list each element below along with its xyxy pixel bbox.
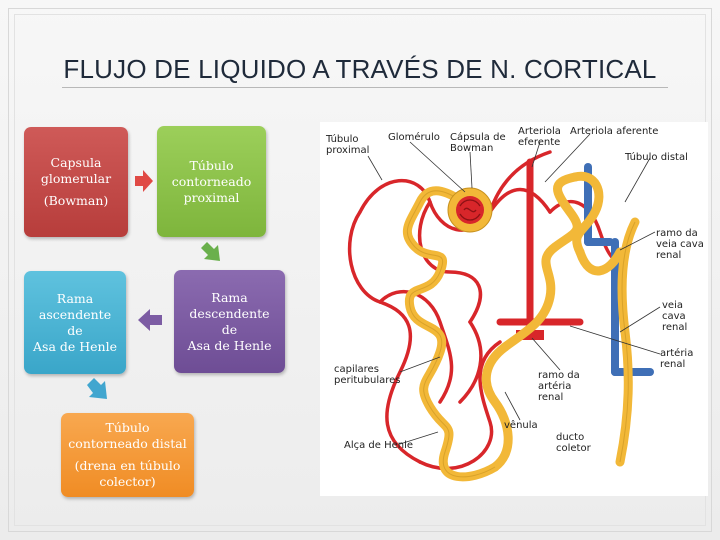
arrow-down-right-icon — [84, 376, 112, 404]
label-line: peritubulares — [334, 375, 401, 386]
arrow-right-icon — [134, 168, 154, 194]
label-arteriola-eferente: Arteriola eferente — [518, 126, 561, 148]
label-line: proximal — [326, 145, 369, 156]
box-line: Asa de Henle — [188, 338, 272, 354]
box-line: ascendente de — [30, 307, 120, 339]
label-line: ramo da — [538, 370, 580, 381]
label-tubulo-distal: Túbulo distal — [625, 152, 688, 163]
label-ramo-veia: ramo da veia cava renal — [656, 228, 704, 261]
label-capsula-bowman: Cápsula de Bowman — [450, 132, 506, 154]
label-line: eferente — [518, 137, 561, 148]
label-ramo-arteria: ramo da artéria renal — [538, 370, 580, 403]
box-line: Túbulo — [190, 158, 234, 174]
box-line: proximal — [184, 190, 240, 206]
label-line: Túbulo distal — [625, 152, 688, 163]
label-line: veia cava — [656, 239, 704, 250]
label-line: renal — [538, 392, 580, 403]
label-line: coletor — [556, 443, 591, 454]
label-capilares: capilares peritubulares — [334, 364, 401, 386]
arrow-left-icon — [137, 309, 163, 331]
box-line: glomerular — [41, 171, 111, 187]
box-line: Capsula — [51, 155, 102, 171]
box-line: colector) — [99, 474, 155, 490]
label-veia-cava: veia cava renal — [662, 300, 687, 333]
box-line: Rama — [57, 291, 93, 307]
label-line: Arteriola — [518, 126, 561, 137]
label-line: vênula — [504, 420, 538, 431]
label-line: artéria — [660, 348, 693, 359]
arrow-down-left-icon — [199, 240, 227, 266]
label-line: ramo da — [656, 228, 704, 239]
box-line: Túbulo — [106, 420, 150, 436]
slide-title: FLUJO DE LIQUIDO A TRAVÉS DE N. CORTICAL — [0, 54, 720, 85]
rama-ascendente-box: Rama ascendente de Asa de Henle — [24, 271, 126, 374]
label-line: Cápsula de — [450, 132, 506, 143]
nephron-illustration: Túbulo proximal Glomérulo Cápsula de Bow… — [320, 122, 708, 496]
tubulo-proximal-box: Túbulo contorneado proximal — [157, 126, 266, 237]
box-line: contorneado — [172, 174, 252, 190]
box-line: descendente de — [180, 306, 279, 338]
tubulo-distal-box: Túbulo contorneado distal (drena en túbu… — [61, 413, 194, 497]
label-glomerulo: Glomérulo — [388, 132, 440, 143]
label-line: artéria — [538, 381, 580, 392]
box-line: contorneado distal — [68, 436, 186, 452]
box-line: Asa de Henle — [33, 339, 117, 355]
box-line: Rama — [211, 290, 247, 306]
label-line: renal — [662, 322, 687, 333]
box-line: (Bowman) — [44, 193, 109, 209]
label-alca-henle: Alça de Henle — [344, 440, 413, 451]
label-tubulo-proximal: Túbulo proximal — [326, 134, 369, 156]
label-line: cava — [662, 311, 687, 322]
label-line: Arteriola aferente — [570, 126, 658, 137]
label-line: capilares — [334, 364, 401, 375]
label-line: renal — [656, 250, 704, 261]
label-line: veia — [662, 300, 687, 311]
label-line: Glomérulo — [388, 132, 440, 143]
box-line: (drena en túbulo — [75, 458, 181, 474]
label-line: Alça de Henle — [344, 440, 413, 451]
label-arteriola-aferente: Arteriola aferente — [570, 126, 658, 137]
label-line: ducto — [556, 432, 591, 443]
label-ducto-coletor: ducto coletor — [556, 432, 591, 454]
rama-descendente-box: Rama descendente de Asa de Henle — [174, 270, 285, 373]
label-line: Túbulo — [326, 134, 369, 145]
label-arteria-renal: artéria renal — [660, 348, 693, 370]
capsula-glomerular-box: Capsula glomerular (Bowman) — [24, 127, 128, 237]
label-venula: vênula — [504, 420, 538, 431]
label-line: renal — [660, 359, 693, 370]
title-underline — [62, 87, 668, 88]
label-line: Bowman — [450, 143, 506, 154]
